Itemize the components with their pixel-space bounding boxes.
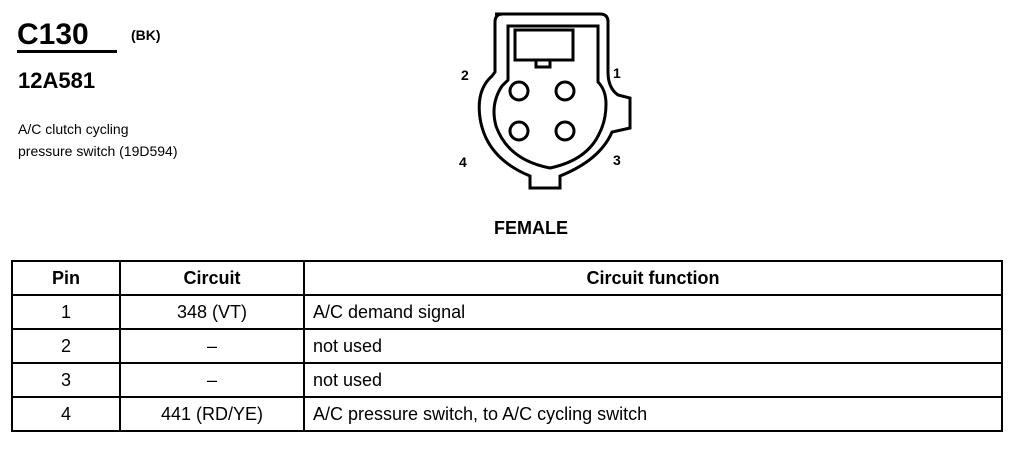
pin-label-2: 2 [461,67,469,83]
lock-tab-nub [534,58,552,69]
cell-circuit: 348 (VT) [119,294,305,330]
gender-label: FEMALE [494,218,568,238]
cell-function: not used [303,328,1003,364]
connector-color: (BK) [131,27,161,43]
cell-circuit: 441 (RD/YE) [119,396,305,432]
cell-function: A/C pressure switch, to A/C cycling swit… [303,396,1003,432]
description-line-2: pressure switch (19D594) [18,143,178,159]
table-row: 3 – not used [11,362,1003,398]
cell-pin: 1 [11,294,121,330]
cell-pin: 4 [11,396,121,432]
cell-circuit: – [119,362,305,398]
pin-cavity-4 [508,120,530,142]
table-row: 2 – not used [11,328,1003,364]
cell-pin: 3 [11,362,121,398]
pin-cavity-1 [554,80,576,102]
table-row: 4 441 (RD/YE) A/C pressure switch, to A/… [11,396,1003,432]
pin-cavity-3 [554,120,576,142]
pinout-table: Pin Circuit Circuit function 1 348 (VT) … [11,260,1003,432]
pin-cavity-2 [508,80,530,102]
pin-label-4: 4 [459,154,467,170]
pin-label-1: 1 [613,65,621,81]
lock-tab [513,28,575,62]
connector-id-underline [17,50,117,53]
cell-circuit: – [119,328,305,364]
table-header-row: Pin Circuit Circuit function [11,260,1003,296]
connector-inner-face [492,24,608,170]
pin-label-3: 3 [613,152,621,168]
header-circuit-function: Circuit function [303,260,1003,296]
connector-id: C130 [17,18,89,51]
header-pin: Pin [11,260,121,296]
part-number: 12A581 [18,68,96,93]
connector-face-diagram: 1 2 3 4 [459,12,632,190]
cell-pin: 2 [11,328,121,364]
cell-function: A/C demand signal [303,294,1003,330]
description-line-1: A/C clutch cycling [18,121,129,137]
header-circuit: Circuit [119,260,305,296]
cell-function: not used [303,362,1003,398]
table-row: 1 348 (VT) A/C demand signal [11,294,1003,330]
connector-housing [477,12,632,190]
